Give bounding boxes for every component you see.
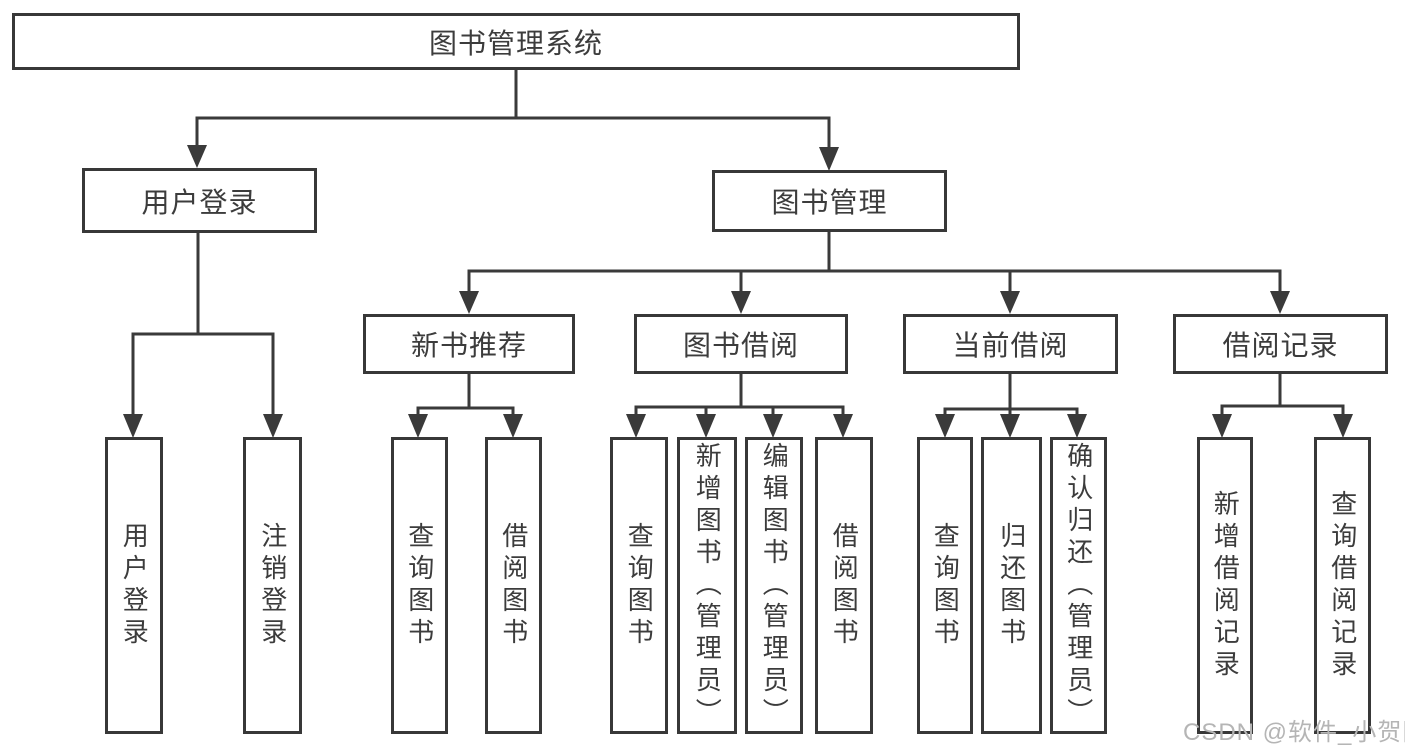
leaf-query-borrow-record: 查询借阅记录 [1314,437,1371,734]
node-new-book-recommend: 新书推荐 [363,314,575,374]
leaf-user-login: 用户登录 [105,437,163,734]
leaf-logout: 注销登录 [243,437,302,734]
leaf-borrow-books: 借阅图书 [815,437,873,734]
node-book-management: 图书管理 [712,170,947,232]
leaf-edit-books-admin: 编辑图书（管理员） [745,437,803,734]
leaf-borrow-books-recommend: 借阅图书 [485,437,542,734]
leaf-query-books-recommend: 查询图书 [391,437,448,734]
node-library-management-system: 图书管理系统 [12,13,1020,70]
node-borrowing-records: 借阅记录 [1173,314,1388,374]
leaf-query-books-borrowing: 查询图书 [610,437,668,734]
leaf-return-books: 归还图书 [981,437,1042,734]
csdn-watermark: CSDN @软件_小贺同学 [1183,719,1405,746]
leaf-add-borrow-record: 新增借阅记录 [1197,437,1253,734]
node-user-login: 用户登录 [82,168,317,233]
node-current-borrowing: 当前借阅 [903,314,1118,374]
leaf-add-books-admin: 新增图书（管理员） [677,437,737,734]
leaf-confirm-return-admin: 确认归还（管理员） [1050,437,1107,734]
node-book-borrowing: 图书借阅 [634,314,848,374]
leaf-query-books-current: 查询图书 [917,437,973,734]
